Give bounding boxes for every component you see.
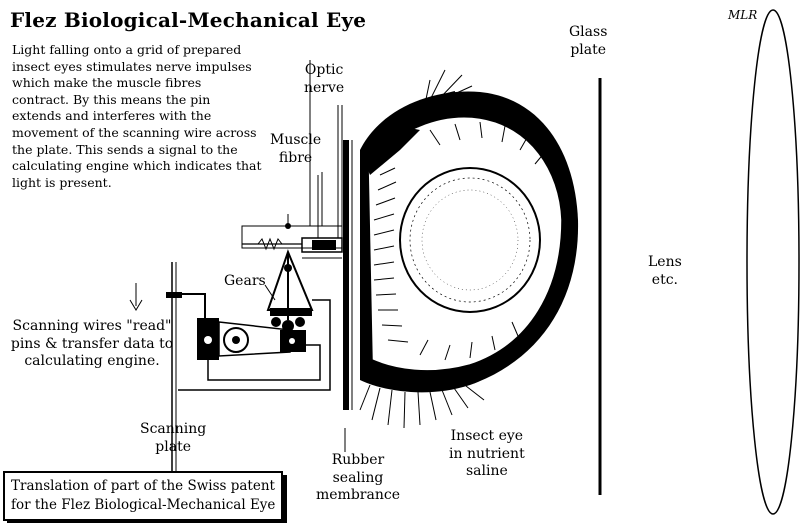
rubber-membrane: [343, 140, 349, 410]
label-optic-nerve: Optic nerve: [304, 62, 345, 96]
label-glass-plate: Glass plate: [569, 24, 608, 58]
insect-eye-drawing: [359, 69, 579, 429]
signature: MLR: [728, 8, 758, 22]
label-muscle-fibre: Muscle fibre: [270, 132, 322, 166]
label-rubber-membrane: Rubber sealing membrance: [316, 452, 400, 503]
caption-text: Translation of part of the Swiss patent …: [11, 478, 276, 513]
label-lens: Lens etc.: [648, 254, 682, 288]
page-title: Flez Biological-Mechanical Eye: [10, 8, 367, 32]
caption-box: Translation of part of the Swiss patent …: [3, 471, 283, 521]
lens-shape: [746, 9, 800, 515]
label-scanning-wires: Scanning wires "read" pins & transfer da…: [10, 318, 174, 369]
description-text: Light falling onto a grid of prepared in…: [12, 42, 262, 190]
label-gears: Gears: [224, 273, 266, 289]
label-insect-eye: Insect eye in nutrient saline: [449, 428, 525, 479]
label-scanning-plate: Scanning plate: [140, 421, 207, 455]
